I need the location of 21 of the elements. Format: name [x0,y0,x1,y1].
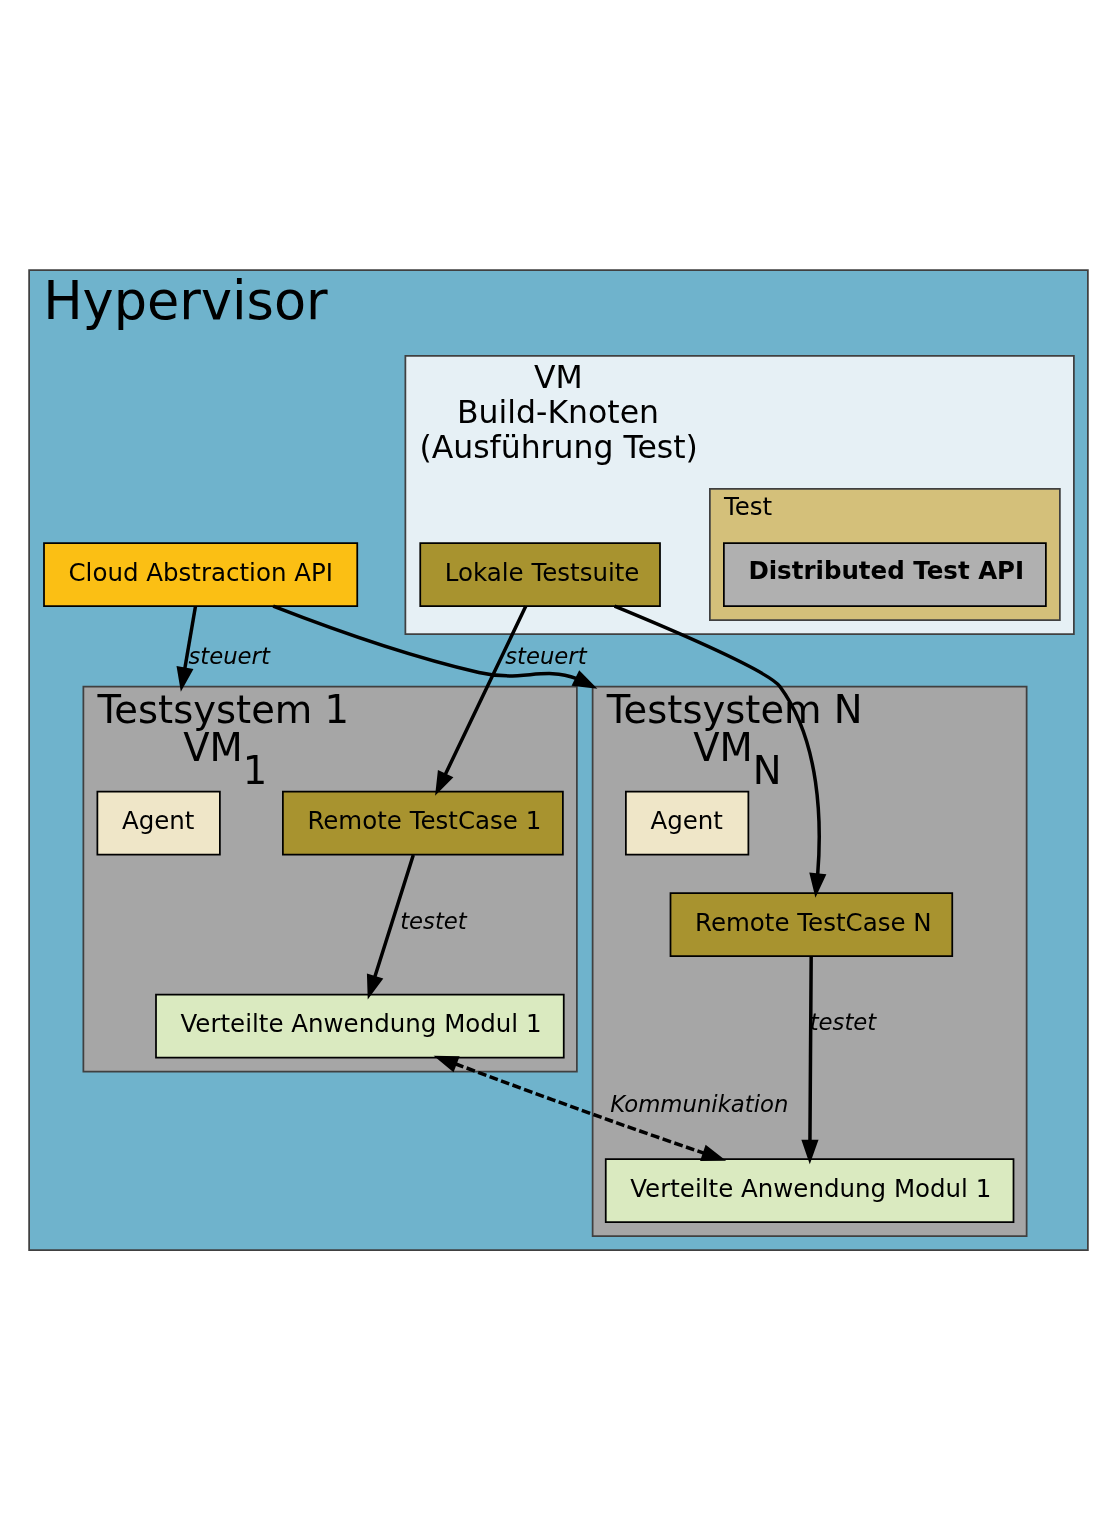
arrow [435,605,528,796]
node-box: Agent [96,790,221,856]
edge-label: steuert [505,643,587,670]
arrow [801,956,819,1165]
arrow [366,854,415,1000]
arrow [176,606,198,692]
arrow [613,604,827,898]
node-box: Agent [625,790,750,856]
node-box: Lokale Testsuite [419,542,661,607]
node-box: Cloud Abstraction API [43,542,359,607]
node-box: Verteilte Anwendung Modul 1 [604,1158,1015,1223]
arrow [272,604,598,689]
edge-label: testet [809,1009,877,1036]
arrow [433,1055,727,1161]
node-box: Remote TestCase N [669,892,954,957]
node-box: Verteilte Anwendung Modul 1 [155,993,565,1059]
edge-label: Kommunikation [610,1091,789,1118]
node-box: Distributed Test API [723,542,1047,607]
edge-label: testet [400,907,467,934]
node-box: Remote TestCase 1 [282,790,564,856]
edge-label: steuert [188,643,270,670]
